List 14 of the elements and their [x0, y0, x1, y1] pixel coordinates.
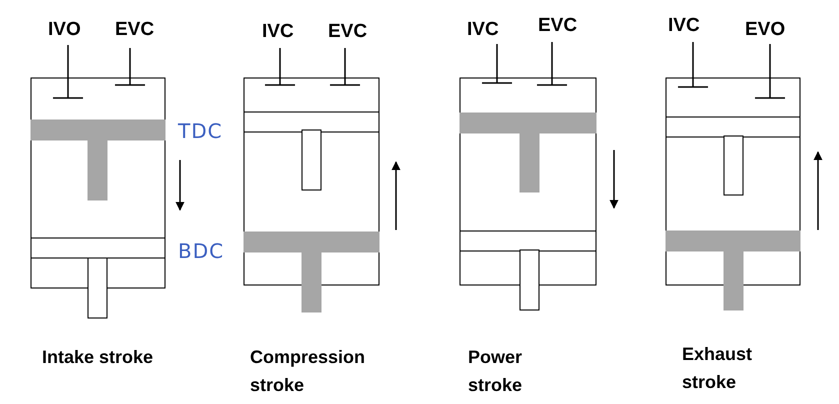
valve-label: IVC	[668, 14, 700, 38]
valve-label: EVC	[538, 14, 578, 38]
stroke-caption: Intake stroke	[42, 346, 154, 369]
valve-label: EVO	[745, 18, 785, 42]
stroke-caption: Power stroke	[468, 346, 524, 397]
valve-label: IVO	[48, 18, 81, 42]
valve-label: IVC	[467, 18, 499, 42]
stroke-caption: Exhaust stroke	[682, 343, 754, 394]
position-label: BDC	[178, 238, 224, 265]
position-label: TDC	[178, 118, 223, 145]
valve-label: IVC	[262, 20, 294, 44]
valve-label: EVC	[115, 18, 154, 42]
stroke-caption: Compression stroke	[250, 346, 366, 397]
valve-label: EVC	[328, 20, 368, 44]
